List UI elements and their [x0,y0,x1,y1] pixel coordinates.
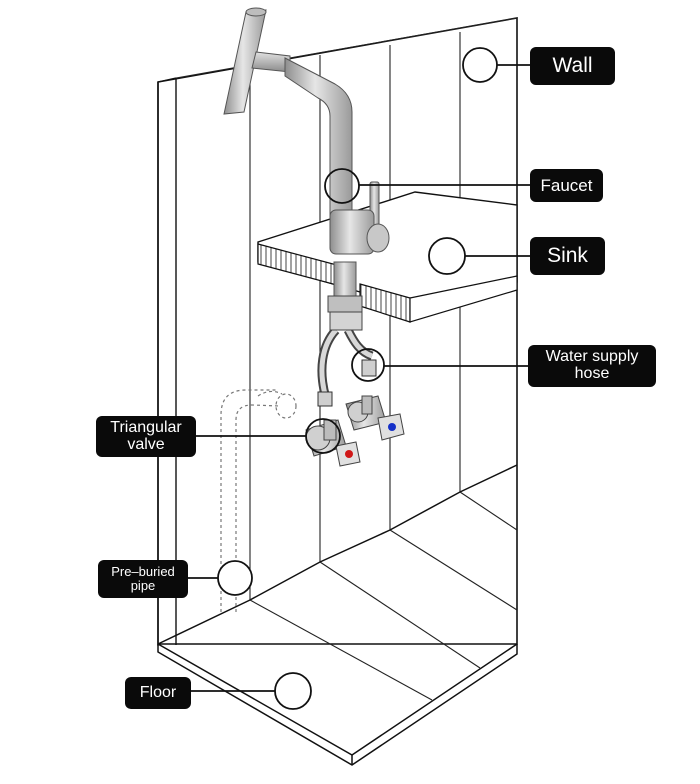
label-wall-text: Wall [552,53,593,77]
label-pipe-line1: Pre–buried [111,564,175,580]
label-triangular-valve: Triangular valve [96,416,196,457]
label-sink-text: Sink [547,243,588,267]
floor-tiles [249,491,518,701]
label-valve-line1: Triangular [110,418,182,436]
water-supply-hose [317,326,377,407]
callout-faucet [324,168,530,204]
sink-countertop [257,191,518,323]
triangular-valve-left [305,419,361,467]
faucet [223,7,390,331]
label-pipe-line2: pipe [130,578,156,593]
label-hose-line2: hose [574,365,610,382]
callout-water-supply-hose [351,348,528,382]
label-valve-line2: valve [127,435,165,453]
label-floor: Floor [125,677,191,709]
pre-buried-pipe [220,389,297,612]
label-floor-text: Floor [139,683,177,701]
left-wall-thickness [157,77,177,646]
callout-sink [428,237,530,275]
callout-floor [191,672,312,710]
triangular-valve-right [345,395,405,441]
callout-triangular-valve [196,418,341,454]
callout-wall [462,47,530,83]
label-wall: Wall [530,47,615,85]
label-faucet-text: Faucet [540,175,593,195]
label-pre-buried-pipe: Pre–buried pipe [98,560,188,598]
label-hose-line1: Water supply [545,348,639,366]
label-faucet: Faucet [530,169,603,202]
label-water-supply-hose: Water supply hose [528,345,656,387]
label-sink: Sink [530,237,605,275]
floor-outline [157,464,518,766]
callout-pre-buried-pipe [188,560,253,596]
